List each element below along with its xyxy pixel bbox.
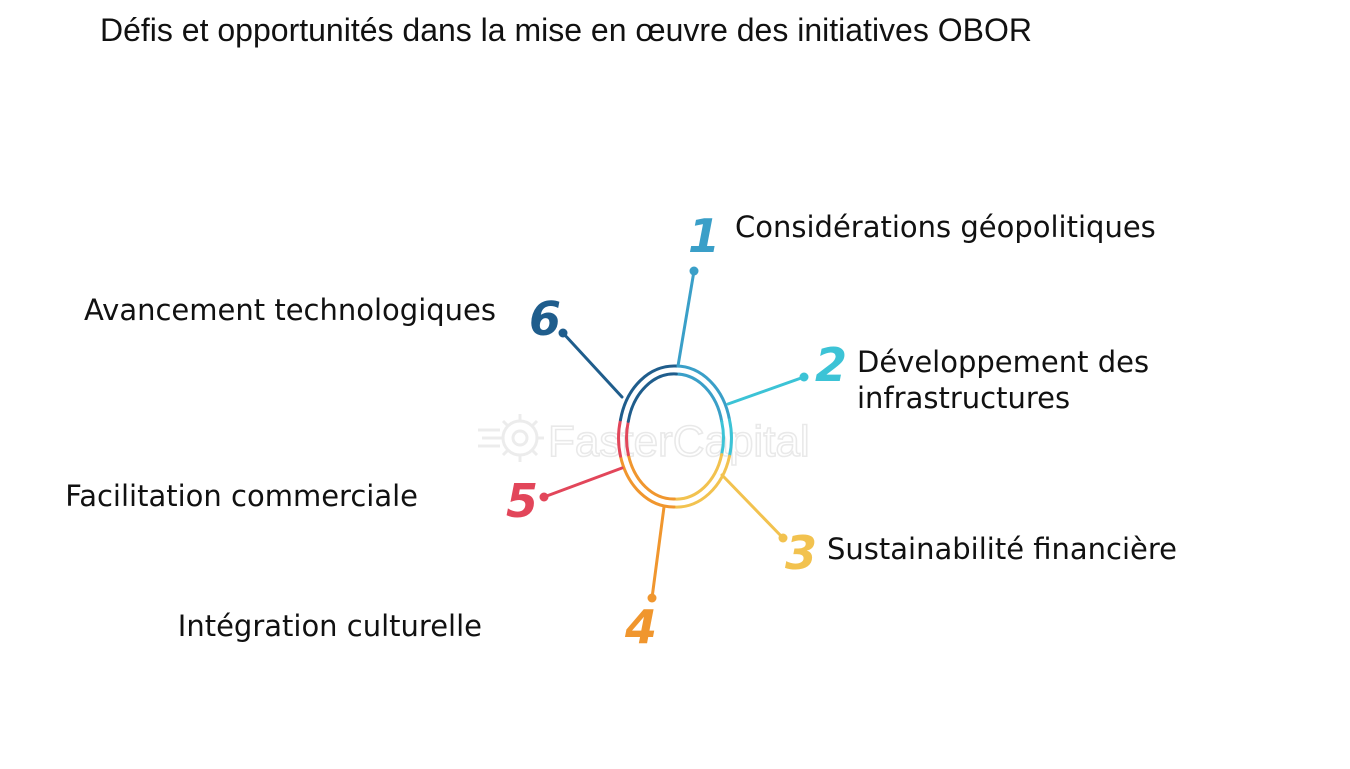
ring-segment-6: [619, 364, 678, 423]
ring-segment-1: [674, 364, 731, 423]
item-label-2-line-1: Développement des: [857, 345, 1150, 379]
ring-segment-2: [720, 418, 733, 458]
item-label-5: Facilitation commerciale: [65, 479, 418, 513]
item-number-4: 4: [624, 600, 657, 654]
gear-icon: [478, 414, 544, 462]
item-number-1: 1: [688, 209, 720, 263]
item-number-6: 6: [529, 292, 561, 346]
ring-segment-5: [617, 418, 630, 458]
connector-6: [558, 328, 624, 399]
connector-4: [647, 505, 666, 603]
item-label-4: Intégration culturelle: [177, 609, 482, 643]
item-label-2-line-2: infrastructures: [857, 381, 1071, 415]
connector-1: [676, 266, 699, 368]
item-label-3: Sustainabilité financière: [827, 532, 1178, 566]
item-number-2: 2: [815, 338, 847, 392]
connector-5: [539, 466, 624, 502]
item-number-3: 3: [785, 526, 817, 580]
connector-2: [726, 372, 809, 406]
watermark-text: FasterCapital: [548, 417, 810, 466]
item-label-6: Avancement technologiques: [84, 293, 496, 327]
item-number-5: 5: [506, 474, 538, 528]
connector-3: [720, 473, 788, 543]
page-title: Défis et opportunités dans la mise en œu…: [100, 12, 1032, 48]
item-label-1: Considérations géopolitiques: [735, 210, 1156, 244]
watermark: FasterCapital: [478, 414, 810, 467]
center-ring: [617, 364, 733, 509]
ring-segment-3: [672, 453, 731, 509]
ring-segment-4: [619, 453, 676, 509]
item-label-2: Développement des infrastructures: [857, 344, 1149, 416]
